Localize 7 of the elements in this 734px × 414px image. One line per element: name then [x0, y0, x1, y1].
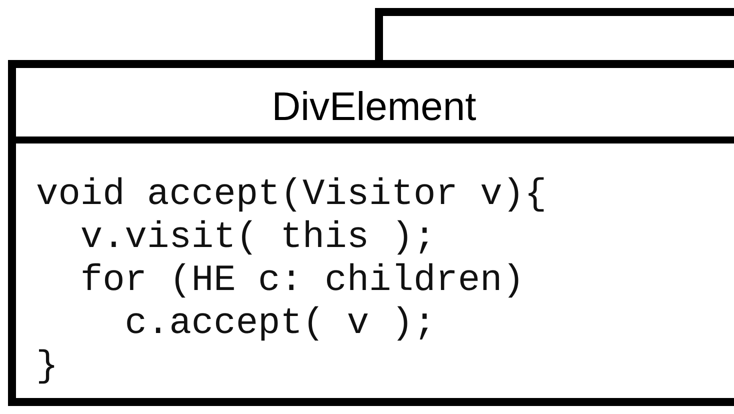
- class-name: DivElement: [270, 84, 478, 131]
- code-line: c.accept( v );: [124, 302, 436, 346]
- class-box: [8, 8, 734, 406]
- code-line: }: [36, 345, 58, 389]
- code-line: void accept(Visitor v){: [36, 173, 547, 217]
- code-line: for (HE c: children): [80, 259, 524, 303]
- code-line: v.visit( this );: [80, 216, 436, 260]
